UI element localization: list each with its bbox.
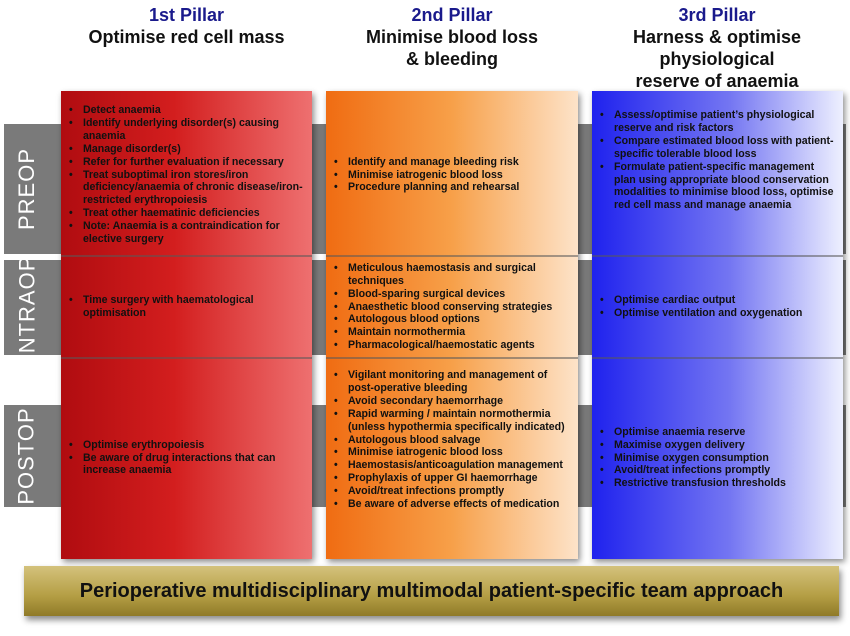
pillar-3-intraop-cell: Optimise cardiac outputOptimise ventilat… xyxy=(598,259,837,355)
bullet-item: Treat suboptimal iron stores/iron defici… xyxy=(67,169,306,208)
bullet-item: Be aware of drug interactions that can i… xyxy=(67,452,306,478)
bullet-item: Optimise ventilation and oxygenation xyxy=(598,307,837,320)
pillar-3-title-line-2: physiological xyxy=(659,49,775,69)
bullet-item: Optimise anaemia reserve xyxy=(598,426,837,439)
pillar-2-intraop-cell: Meticulous haemostasis and surgical tech… xyxy=(332,259,572,355)
bullet-item: Optimise cardiac output xyxy=(598,294,837,307)
bullet-list: Detect anaemiaIdentify underlying disord… xyxy=(67,104,306,246)
row-divider xyxy=(592,255,843,257)
bullet-item: Prophylaxis of upper GI haemorrhage xyxy=(332,472,572,485)
row-divider xyxy=(61,255,312,257)
pillar-1-column: Detect anaemiaIdentify underlying disord… xyxy=(61,91,312,559)
row-divider xyxy=(61,357,312,359)
pillar-2-preop-cell: Identify and manage bleeding riskMinimis… xyxy=(332,99,572,251)
pillar-2-number: 2nd Pillar xyxy=(411,5,493,25)
bullet-item: Avoid/treat infections promptly xyxy=(332,485,572,498)
bullet-item: Optimise erythropoiesis xyxy=(67,439,306,452)
preop-label: PREOP xyxy=(14,147,39,231)
pillar-2-title-line-1: Minimise blood loss xyxy=(365,27,539,47)
pillar-3-title-line-1: Harness & optimise xyxy=(632,27,802,47)
bullet-item: Autologous blood salvage xyxy=(332,434,572,447)
row-divider xyxy=(326,357,578,359)
bullet-item: Avoid secondary haemorrhage xyxy=(332,395,572,408)
footer-banner: Perioperative multidisciplinary multimod… xyxy=(24,566,839,616)
pillar-1-intraop-cell: Time surgery with haematological optimis… xyxy=(67,259,306,355)
bullet-item: Formulate patient-specific management pl… xyxy=(598,161,837,213)
bullet-list: Time surgery with haematological optimis… xyxy=(67,294,306,320)
bullet-item: Maintain normothermia xyxy=(332,326,572,339)
pillar-2-postop-cell: Vigilant monitoring and management of po… xyxy=(332,369,572,555)
pillar-2-title-line-2: & bleeding xyxy=(405,49,498,69)
bullet-item: Refer for further evaluation if necessar… xyxy=(67,156,306,169)
bullet-item: Autologous blood options xyxy=(332,313,572,326)
pillar-2-header: 2nd Pillar Minimise blood loss & bleedin… xyxy=(318,4,586,70)
bullet-item: Maximise oxygen delivery xyxy=(598,439,837,452)
pillar-1-title: Optimise red cell mass xyxy=(88,27,285,47)
pillar-3-number: 3rd Pillar xyxy=(678,5,756,25)
bullet-item: Manage disorder(s) xyxy=(67,143,306,156)
bullet-list: Optimise anaemia reserveMaximise oxygen … xyxy=(598,426,837,491)
row-divider xyxy=(326,255,578,257)
pillar-1-preop-cell: Detect anaemiaIdentify underlying disord… xyxy=(67,99,306,251)
bullet-list: Vigilant monitoring and management of po… xyxy=(332,369,572,511)
pillar-3-preop-cell: Assess/optimise patient’s physiological … xyxy=(598,99,837,261)
bullet-item: Identify and manage bleeding risk xyxy=(332,156,572,169)
bullet-item: Anaesthetic blood conserving strategies xyxy=(332,301,572,314)
bullet-item: Detect anaemia xyxy=(67,104,306,117)
bullet-list: Assess/optimise patient’s physiological … xyxy=(598,109,837,212)
bullet-item: Minimise iatrogenic blood loss xyxy=(332,169,572,182)
bullet-list: Optimise cardiac outputOptimise ventilat… xyxy=(598,294,837,320)
bullet-item: Avoid/treat infections promptly xyxy=(598,464,837,477)
bullet-item: Vigilant monitoring and management of po… xyxy=(332,369,572,395)
bullet-item: Minimise oxygen consumption xyxy=(598,452,837,465)
bullet-list: Optimise erythropoiesisBe aware of drug … xyxy=(67,439,306,478)
intraop-label: INTRAOP xyxy=(14,255,40,360)
pillar-1-header: 1st Pillar Optimise red cell mass xyxy=(61,4,312,48)
bullet-item: Note: Anaemia is a contraindication for … xyxy=(67,220,306,246)
pillar-2-column: Identify and manage bleeding riskMinimis… xyxy=(326,91,578,559)
bullet-item: Time surgery with haematological optimis… xyxy=(67,294,306,320)
pillar-1-postop-cell: Optimise erythropoiesisBe aware of drug … xyxy=(67,361,306,555)
pillar-3-header: 3rd Pillar Harness & optimise physiologi… xyxy=(588,4,846,92)
bullet-item: Pharmacological/haemostatic agents xyxy=(332,339,572,352)
pillar-3-postop-cell: Optimise anaemia reserveMaximise oxygen … xyxy=(598,361,837,555)
bullet-item: Procedure planning and rehearsal xyxy=(332,181,572,194)
bullet-item: Haemostasis/anticoagulation management xyxy=(332,459,572,472)
row-divider xyxy=(592,357,843,359)
bullet-item: Assess/optimise patient’s physiological … xyxy=(598,109,837,135)
footer-text: Perioperative multidisciplinary multimod… xyxy=(79,579,784,602)
pillar-1-number: 1st Pillar xyxy=(148,5,225,25)
bullet-item: Rapid warming / maintain normothermia (u… xyxy=(332,408,572,434)
bullet-item: Meticulous haemostasis and surgical tech… xyxy=(332,262,572,288)
bullet-list: Meticulous haemostasis and surgical tech… xyxy=(332,262,572,352)
pillar-3-title-line-3: reserve of anaemia xyxy=(635,71,799,91)
bullet-item: Blood-sparing surgical devices xyxy=(332,288,572,301)
bullet-item: Minimise iatrogenic blood loss xyxy=(332,446,572,459)
bullet-item: Compare estimated blood loss with patien… xyxy=(598,135,837,161)
postop-label: POSTOP xyxy=(14,407,40,505)
bullet-item: Restrictive transfusion thresholds xyxy=(598,477,837,490)
pillar-3-column: Assess/optimise patient’s physiological … xyxy=(592,91,843,559)
bullet-list: Identify and manage bleeding riskMinimis… xyxy=(332,156,572,195)
bullet-item: Treat other haematinic deficiencies xyxy=(67,207,306,220)
bullet-item: Identify underlying disorder(s) causing … xyxy=(67,117,306,143)
bullet-item: Be aware of adverse effects of medicatio… xyxy=(332,498,572,511)
